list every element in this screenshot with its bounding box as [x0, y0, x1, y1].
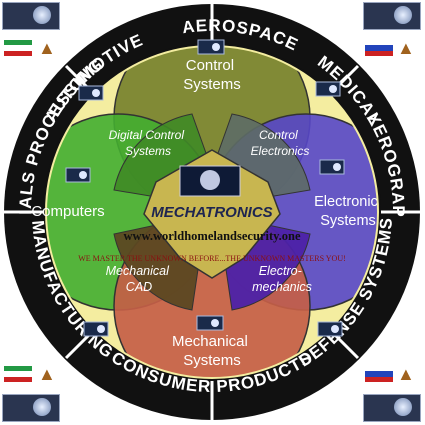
- watermark-thumbnail: [2, 2, 60, 30]
- label-control-electronics: Control Electronics: [251, 128, 310, 158]
- label-control-systems: Control Systems: [183, 57, 241, 93]
- label-electronic-systems: Electronic Systems: [314, 194, 382, 229]
- label-digital-control-systems: Digital Control Systems: [109, 128, 188, 158]
- computer-screen-icon: [197, 39, 225, 55]
- computer-screen-icon: [315, 81, 341, 97]
- africa-map-icon: ▲: [38, 364, 56, 384]
- label-electro-mechanics: Electro- mechanics: [252, 264, 312, 294]
- label-computers: Computers: [31, 203, 104, 220]
- africa-map-icon: ▲: [397, 38, 415, 58]
- corner-decoration-top-left: ▲: [2, 2, 62, 58]
- center-region: [143, 149, 281, 279]
- africa-map-icon: ▲: [397, 364, 415, 384]
- computer-screen-icon: [319, 159, 345, 175]
- flag-icon: [365, 366, 393, 382]
- computer-screen-icon: [65, 167, 91, 183]
- computer-screen-icon: [179, 165, 241, 197]
- watermark-thumbnail: [2, 394, 60, 422]
- flag-icon: [4, 40, 32, 56]
- computer-screen-icon: [83, 321, 109, 337]
- label-mechanical-systems: Mechanical Systems: [172, 333, 252, 369]
- flag-icon: [4, 366, 32, 382]
- computer-screen-icon: [78, 85, 104, 101]
- computer-screen-icon: [196, 315, 224, 331]
- label-mechanical-cad: Mechanical CAD: [106, 264, 173, 294]
- flag-icon: [365, 40, 393, 56]
- watermark-motto: WE MASTER THE UNKNOWN BEFORE...THE UNKNO…: [78, 254, 346, 263]
- africa-map-icon: ▲: [38, 38, 56, 58]
- watermark-url: www.worldhomelandsecurity.one: [123, 229, 301, 243]
- watermark-thumbnail: [363, 2, 421, 30]
- corner-decoration-bottom-left: ▲: [2, 364, 62, 422]
- screen-icons: [65, 39, 345, 337]
- label-mechatronics: MECHATRONICS: [151, 204, 272, 221]
- watermark-thumbnail: [363, 394, 421, 422]
- computer-screen-icon: [317, 321, 343, 337]
- corner-decoration-top-right: ▲: [363, 2, 423, 58]
- corner-decoration-bottom-right: ▲: [363, 364, 423, 422]
